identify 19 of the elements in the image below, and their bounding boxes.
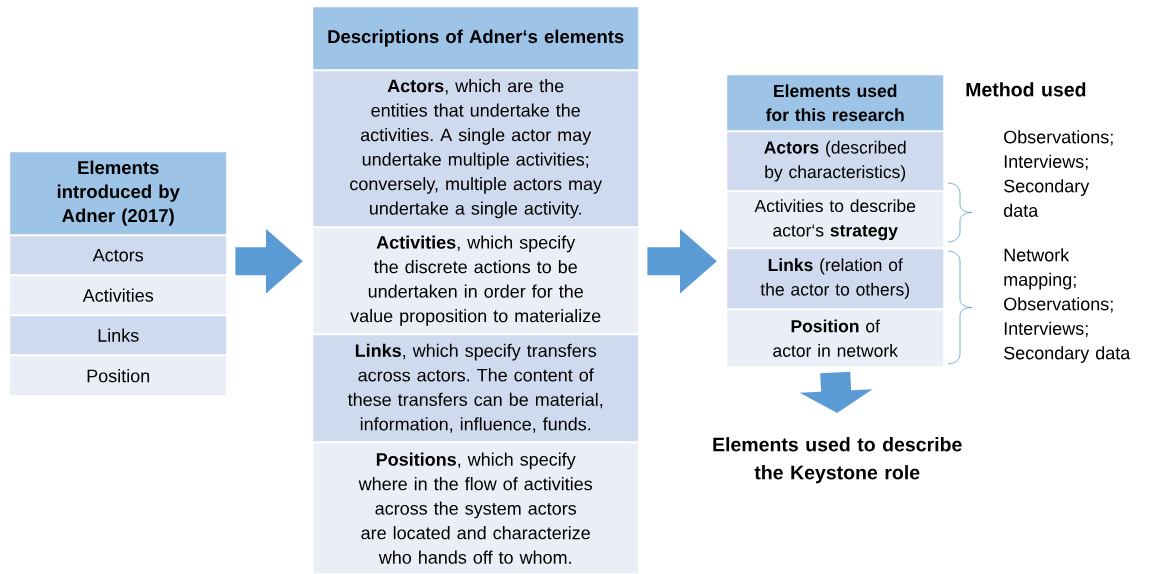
table-cell: Links <box>10 316 227 355</box>
table-cell: Links (relation of the actor to others) <box>727 249 944 309</box>
method-list: Network mapping; Observations; Interviews; Secondary data <box>1004 248 1131 363</box>
header-cell: Elements used for this research <box>727 75 944 131</box>
column-heading: Method used <box>966 82 1086 97</box>
header-cell: Descriptions of Adner‘s elements <box>313 7 639 70</box>
method-list: Observations; Interviews; Secondary data <box>1003 130 1113 217</box>
table-cell: Activities to describe actor‘s strategy <box>727 192 944 248</box>
table-cell: Position of actor in network <box>727 310 944 367</box>
table-cell: Activities <box>10 276 227 315</box>
table-cell: Positions, which specify where in the flow of activities across the system actors are located and characterize who hands off to whom. <box>313 443 639 574</box>
table-cell: Activities, which specify the discrete actions to be undertaken in order for the value proposition to materialize <box>313 228 639 334</box>
table-cell: Actors <box>10 236 227 275</box>
table-cell: Position <box>10 356 227 396</box>
table-cell: Links, which specify transfers across actors. The content of these transfers can be material, information, influence, funds. <box>313 335 639 442</box>
header-cell: Elements introduced by Adner (2017) <box>10 152 227 235</box>
result-text: Elements used to describe the Keystone role <box>713 437 962 484</box>
table-cell: Actors (described by characteristics) <box>727 132 944 191</box>
table-cell: Actors, which are the entities that undertake the activities. A single actor may undertake multiple activities; conversely, multiple actors may undertake a single activity. <box>313 71 639 227</box>
